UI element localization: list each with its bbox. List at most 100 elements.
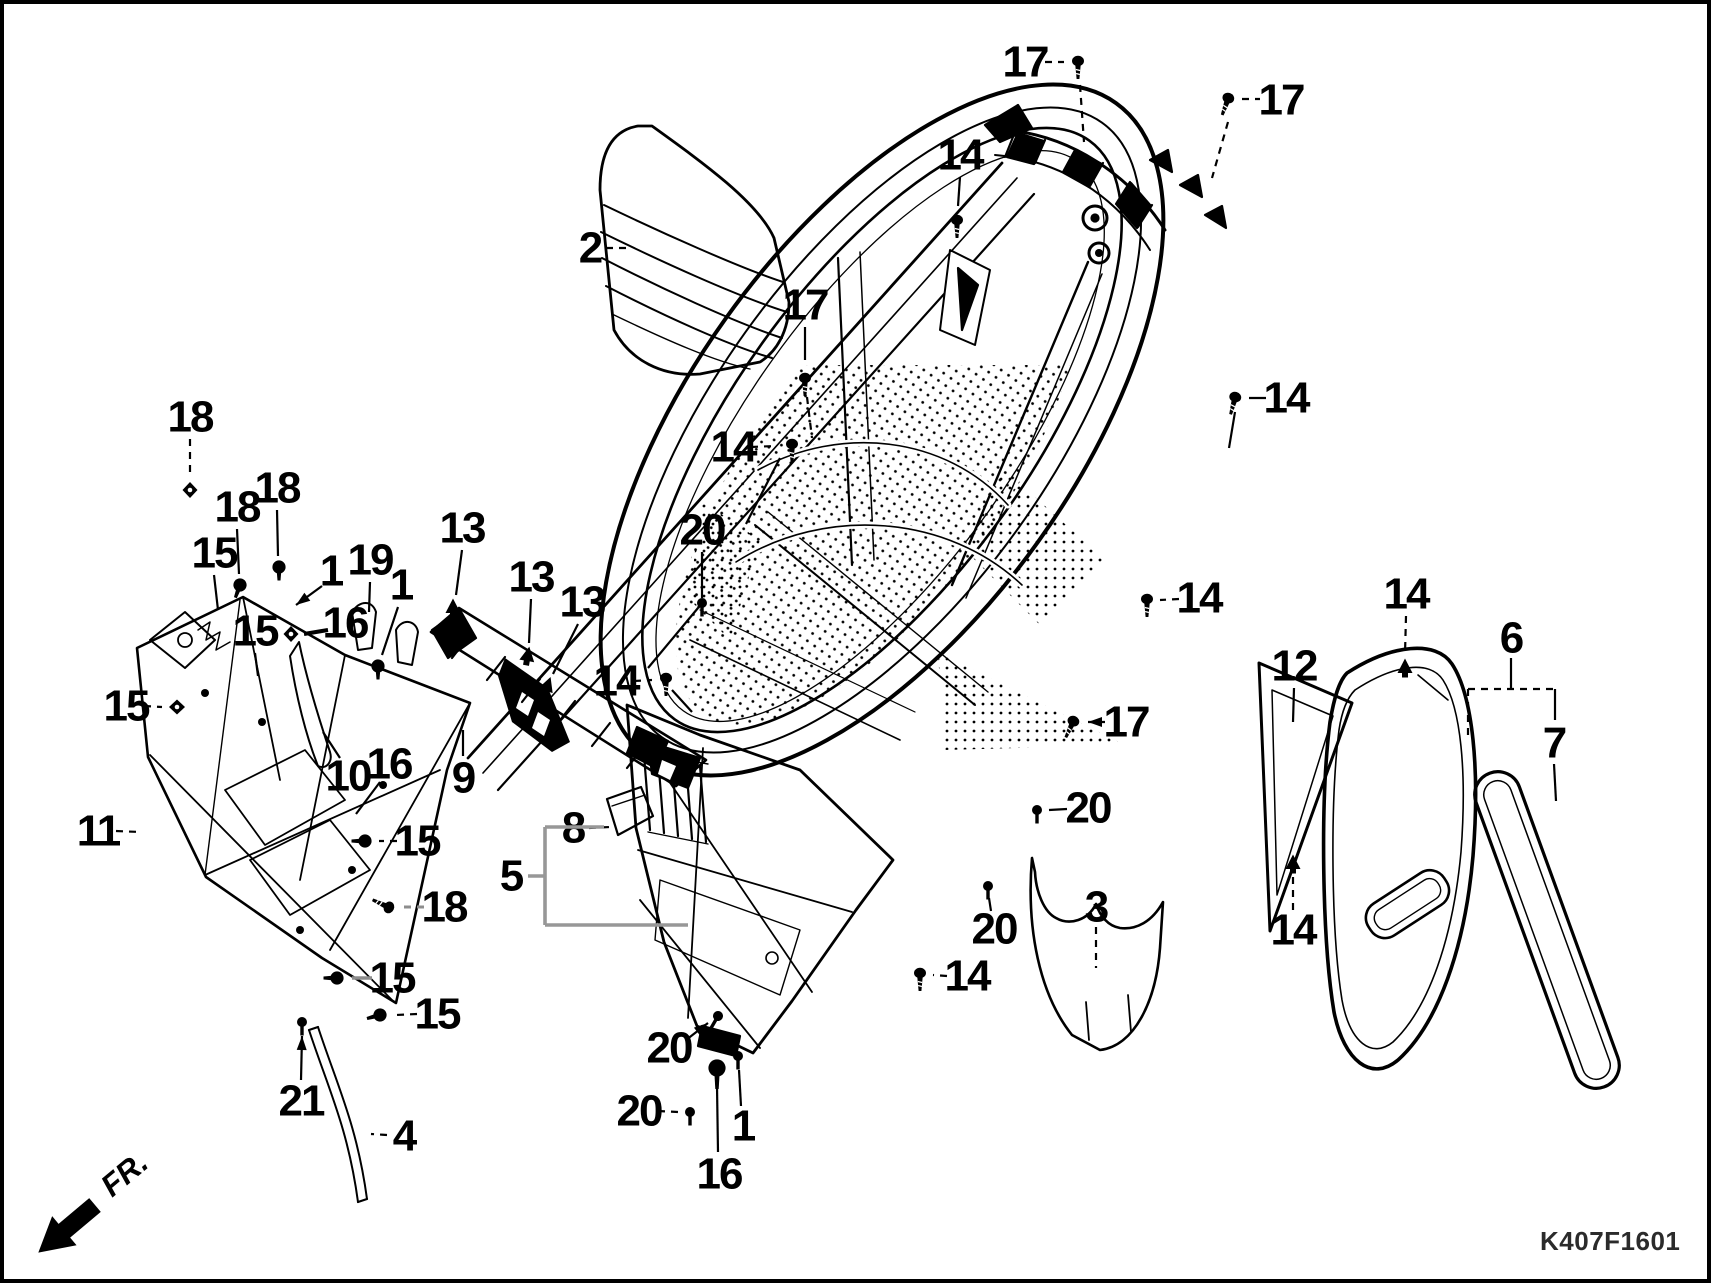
leader-line [303,628,329,636]
leader-line [322,731,341,759]
leader-line [1159,597,1180,602]
callout-number-7: 7 [1543,719,1566,768]
screw-fastener-icon [1229,391,1242,415]
clip-fastener-icon [1397,658,1413,678]
leader-line [671,689,693,713]
seat-rail-part [429,606,708,790]
callout-number-20: 20 [972,905,1017,954]
callout-number-14: 14 [711,423,758,472]
callout-number-20: 20 [617,1087,662,1136]
screw-fastener-icon [951,214,963,238]
leader-line [115,829,141,834]
callout-number-14: 14 [945,952,992,1001]
leader-line [1403,615,1408,655]
callout-number-1: 1 [390,561,414,610]
bolt-fastener-icon [366,1008,387,1022]
callout-number-15: 15 [104,682,150,731]
pin-fastener-icon [1032,805,1042,824]
leader-line [367,581,372,613]
callout-number-15: 15 [233,607,279,656]
callout-number-13: 13 [509,553,554,602]
callout-number-9: 9 [452,754,475,803]
callout-number-13: 13 [560,578,605,627]
pin-fastener-icon [709,1011,723,1029]
screw-fastener-icon [799,372,811,396]
leader-line [527,598,533,644]
callout-number-14: 14 [1271,906,1318,955]
fr-arrow-icon [38,1198,101,1253]
bolt-fastener-icon [351,834,372,848]
leader-line [745,457,781,525]
nut-fastener-icon [169,699,185,715]
diagram-code: K407F1601 [1540,1226,1680,1256]
leader-line [657,1109,679,1114]
callout-number-5: 5 [500,852,524,901]
callout-number-14: 14 [594,657,641,706]
callout-number-15: 15 [395,817,441,866]
clip-fastener-icon [1285,854,1301,874]
leader-line [715,1085,720,1153]
screw-fastener-icon [1220,92,1235,116]
pinround-fastener-icon [708,1059,726,1089]
leader-line [275,509,280,557]
callout-number-18: 18 [168,393,214,442]
leader-line [647,607,699,669]
callout-number-17: 17 [1104,698,1149,747]
left-bracket-part [135,595,472,1005]
leader-arrowhead [296,592,311,605]
callout-number-14: 14 [1264,374,1311,423]
leader-line [633,678,653,683]
callout-number-15: 15 [192,529,238,578]
clip-fastener-icon [538,676,553,696]
screw-fastener-icon [1072,55,1084,79]
leader-line [1210,121,1230,179]
leader-arrowhead [693,1023,708,1036]
leader-line [932,973,948,978]
leader-line [143,704,163,709]
pin-fastener-icon [983,881,993,900]
callout-number-1: 1 [732,1102,756,1151]
leader-line [987,897,993,912]
pin-fastener-icon [697,598,707,617]
exploded-view-art [135,82,1621,1204]
callout-number-4: 4 [393,1112,418,1161]
fr-label: FR. [94,1144,155,1203]
leader-arrowhead [296,1036,307,1051]
callout-number-2: 2 [579,224,602,273]
trim-strip-part [307,1025,369,1204]
callout-number-14: 14 [1177,574,1224,623]
pin-fastener-icon [297,1017,307,1036]
callout-number-17: 17 [1003,38,1048,87]
leader-line [253,652,260,677]
screw-fastener-icon [1141,593,1153,617]
clip-fastener-icon [519,646,535,666]
bolt-fastener-icon [371,659,385,680]
callout-number-18: 18 [255,464,301,513]
screw-fastener-icon [660,672,672,696]
callout-number-13: 13 [440,504,485,553]
callout-number-16: 16 [367,740,412,789]
callout-number-15: 15 [370,954,416,1003]
pin-fastener-icon [685,1107,695,1126]
callout-number-15: 15 [415,990,461,1039]
leader-line [956,176,962,207]
leader-line [1227,411,1237,449]
door-panel-part [1321,646,1478,1071]
leader-arrowhead [1088,717,1102,727]
leader-line [1552,763,1558,802]
front-direction-arrow: FR. [38,1144,155,1253]
leader-line [737,1069,743,1107]
callout-number-14: 14 [938,131,985,180]
leader-line [1048,807,1068,812]
bolt-fastener-icon [272,560,286,581]
callout-number-20: 20 [1066,784,1111,833]
callout-number-14: 14 [1384,570,1431,619]
bolt-fastener-icon [233,578,247,599]
door-gasket-part [1473,770,1621,1090]
screw-fastener-icon [914,967,926,991]
leader-line [395,1012,418,1017]
leader-line [212,574,220,611]
